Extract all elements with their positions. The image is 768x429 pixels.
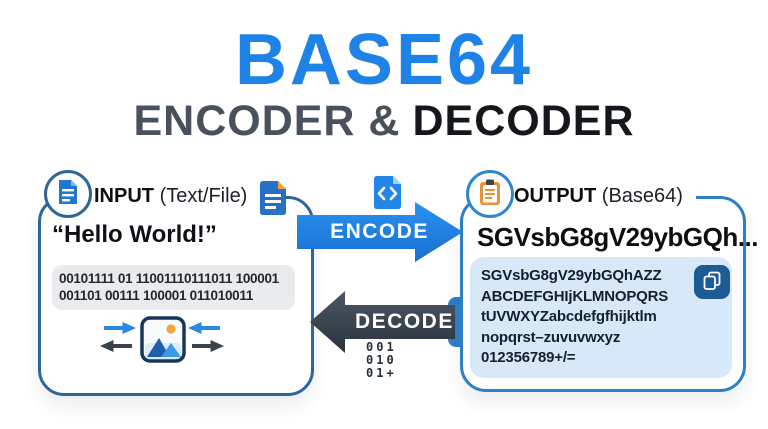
base64-line: SGVsbG8gV29ybGQhAZZ	[481, 267, 662, 284]
binary-line: 00101111 01 11001110111011 100001	[59, 271, 279, 286]
image-icon	[140, 316, 186, 368]
base64-line: 012356789+/=	[481, 349, 576, 366]
output-header: OUTPUT (Base64)	[514, 184, 683, 208]
binary-line: 001101 00111 100001 011010011	[59, 288, 254, 303]
input-sublabel: (Text/File)	[159, 185, 248, 207]
copy-button	[694, 265, 730, 299]
bits-line: 001	[366, 340, 397, 354]
output-header-mask	[506, 194, 696, 203]
input-sample-text: “Hello World!”	[52, 221, 217, 248]
base64-box: SGVsbG8gV29ybGQhAZZ ABCDEFGHIjKLMNOPQRS …	[470, 257, 732, 378]
input-header: INPUT (Text/File)	[94, 184, 247, 208]
output-sublabel: (Base64)	[601, 185, 683, 207]
input-label: INPUT	[94, 185, 154, 207]
decorative-bits: 001 010 01+	[366, 341, 397, 380]
base64-line: ABCDEFGHIjKLMNOPQRS	[481, 287, 669, 305]
encode-label: ENCODE	[330, 220, 429, 243]
bits-line: 010	[366, 353, 397, 367]
bits-line: 01+	[366, 366, 397, 380]
output-label: OUTPUT	[514, 185, 597, 207]
subtitle-encoder: ENCODER &	[133, 97, 401, 145]
page-title: BASE64	[234, 20, 534, 100]
decode-label: DECODE	[355, 310, 454, 333]
base64-headline: SGVsbG8gV29ybGQh...	[477, 222, 758, 252]
page-subtitle: ENCODER &DECODER	[0, 98, 768, 144]
document-icon	[56, 178, 80, 211]
binary-box: 00101111 01 11001110111011 100001 001101…	[52, 265, 295, 310]
base64-line: tUVWXYZabcdefgfhijktlm	[481, 308, 657, 325]
subtitle-decoder: DECODER	[412, 97, 635, 145]
clipboard-icon	[478, 178, 502, 211]
copy-icon	[702, 270, 722, 295]
base64-line: nopqrst–zuvuvwxyz	[481, 328, 621, 346]
input-header-badge	[44, 170, 92, 218]
input-header-mask	[84, 194, 262, 203]
output-header-badge	[466, 170, 514, 218]
code-file-icon	[372, 174, 403, 216]
file-icon	[258, 180, 288, 221]
